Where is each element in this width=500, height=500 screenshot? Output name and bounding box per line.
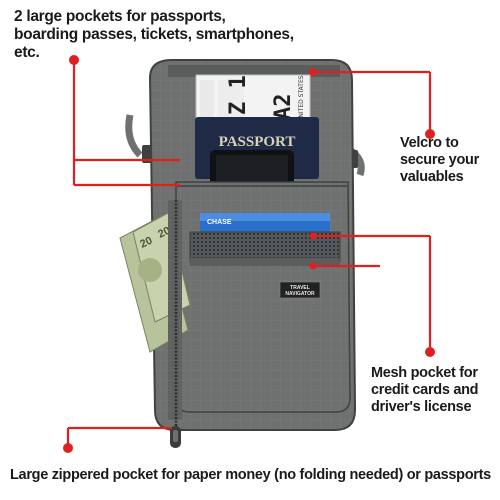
- callout-velcro-line1: Velcro to: [400, 135, 459, 151]
- callout-pockets: 2 large pockets for passports, boarding …: [14, 8, 314, 62]
- brand-tag-line1: TRAVEL: [290, 285, 310, 291]
- callout-mesh-line2: credit cards and: [371, 382, 479, 398]
- boarding-text: A2: [271, 94, 296, 121]
- velcro-strip: [168, 65, 340, 77]
- smartphone: [210, 150, 294, 188]
- svg-text:20: 20: [138, 235, 154, 251]
- callout-mesh-line1: Mesh pocket for: [371, 365, 478, 381]
- callout-velcro: Velcro to secure your valuables: [400, 135, 496, 186]
- svg-text:Z 1: Z 1: [226, 75, 251, 115]
- callout-dot-mesh-start-2: [309, 262, 317, 270]
- callout-dot-velcro-start: [309, 68, 317, 76]
- callout-dot-velcro: [425, 129, 435, 139]
- callout-mesh: Mesh pocket for credit cards and driver'…: [371, 365, 497, 416]
- callout-lines: [66, 60, 432, 448]
- callout-dots: [63, 55, 435, 453]
- callout-dot-zipper: [63, 443, 73, 453]
- callout-dot-mesh-start: [309, 232, 317, 240]
- callout-pockets-line1: 2 large pockets for passports,: [14, 8, 226, 25]
- boarding-side-text: UNITED STATES: [298, 75, 305, 122]
- callout-mesh-line3: driver's license: [371, 399, 472, 415]
- brand-tag: TRAVEL NAVIGATOR: [279, 281, 321, 299]
- callout-pockets-line2: boarding passes, tickets, smartphones, e…: [14, 26, 294, 61]
- callout-velcro-line2: secure your: [400, 152, 479, 168]
- brand-tag-line2: NAVIGATOR: [285, 291, 315, 297]
- callout-zipper: Large zippered pocket for paper money (n…: [10, 467, 491, 483]
- callout-velcro-line3: valuables: [400, 169, 464, 185]
- callout-dot-mesh: [425, 347, 435, 357]
- mesh-pocket-edge: [190, 258, 340, 266]
- card-brand: CHASE: [207, 219, 232, 226]
- passport-label: PASSPORT: [219, 134, 296, 150]
- zipper-pull: [170, 426, 181, 448]
- callout-dot-top: [69, 55, 79, 65]
